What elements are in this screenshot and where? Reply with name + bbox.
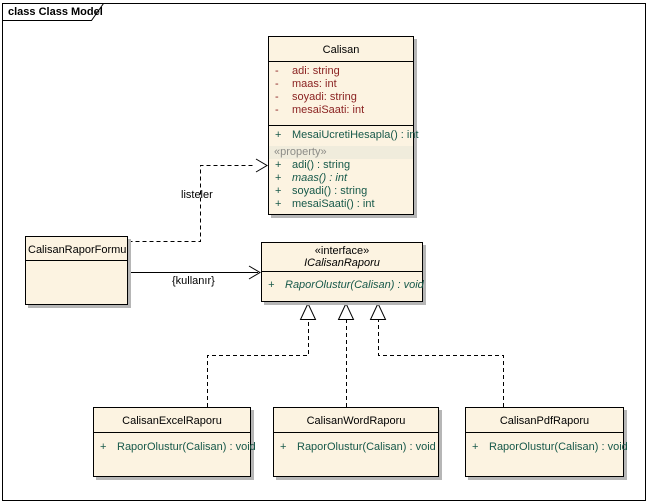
realization-pdf-line[interactable]	[378, 320, 504, 407]
visibility-marker: +	[280, 441, 287, 453]
class-calisan-name: Calisan	[269, 37, 413, 62]
operation-raporolustur-interface[interactable]: + RaporOlustur(Calisan) : void	[262, 279, 424, 292]
attribute-soyadi[interactable]: - soyadi: string	[269, 91, 413, 104]
excel-operations-compartment: + RaporOlustur(Calisan) : void	[94, 433, 256, 454]
frame-label: class Class Model	[8, 6, 103, 18]
property-text: adi() : string	[292, 159, 351, 171]
class-calisanexcelraporu[interactable]: CalisanExcelRaporu + RaporOlustur(Calisa…	[93, 407, 256, 477]
attribute-text: mesaiSaati: int	[292, 104, 365, 116]
operation-raporolustur-excel[interactable]: + RaporOlustur(Calisan) : void	[94, 441, 256, 454]
class-calisanraporformu[interactable]: CalisanRaporFormu	[25, 236, 128, 305]
calisan-operations-compartment: + MesaiUcretiHesapla() : int «property» …	[269, 125, 419, 211]
operation-raporolustur-pdf[interactable]: + RaporOlustur(Calisan) : void	[466, 441, 628, 454]
visibility-marker: +	[275, 159, 282, 171]
pdf-operations-compartment: + RaporOlustur(Calisan) : void	[466, 433, 628, 454]
attribute-adi[interactable]: - adi: string	[269, 65, 413, 78]
operation-text: RaporOlustur(Calisan) : void	[297, 441, 436, 453]
class-calisanexcelraporu-name: CalisanExcelRaporu	[94, 408, 250, 433]
realization-excel-triangle-icon	[299, 302, 317, 320]
class-calisanwordraporu-name: CalisanWordRaporu	[274, 408, 438, 433]
visibility-marker: -	[275, 104, 279, 116]
class-calisanpdfraporu[interactable]: CalisanPdfRaporu + RaporOlustur(Calisan)…	[465, 407, 628, 477]
operation-text: RaporOlustur(Calisan) : void	[285, 279, 424, 291]
class-calisanraporformu-name: CalisanRaporFormu	[26, 237, 127, 261]
operation-raporolustur-word[interactable]: + RaporOlustur(Calisan) : void	[274, 441, 438, 454]
visibility-marker: +	[275, 185, 282, 197]
attribute-mesaisaati[interactable]: - mesaiSaati: int	[269, 104, 413, 117]
visibility-marker: +	[268, 279, 275, 291]
attribute-maas[interactable]: - maas: int	[269, 78, 413, 91]
property-stereotype-band: «property»	[269, 146, 413, 159]
property-text: mesaiSaati() : int	[292, 198, 375, 210]
dependency-label: listeler	[181, 189, 213, 201]
property-mesaisaati[interactable]: + mesaiSaati() : int	[269, 198, 413, 211]
visibility-marker: -	[275, 65, 279, 77]
interface-name: ICalisanRaporu	[304, 257, 380, 269]
property-text: maas() : int	[292, 172, 348, 184]
realization-excel-line[interactable]	[207, 320, 309, 407]
diagram-frame-border	[2, 3, 646, 501]
visibility-marker: +	[275, 129, 282, 141]
visibility-marker: +	[275, 172, 282, 184]
calisanraporformu-empty-compartment	[26, 261, 127, 301]
interface-icalisanraporu[interactable]: «interface» ICalisanRaporu + RaporOlustu…	[261, 242, 424, 302]
dependency-arrowhead-icon	[255, 158, 268, 173]
visibility-marker: +	[100, 441, 107, 453]
class-calisanpdfraporu-name: CalisanPdfRaporu	[466, 408, 623, 433]
visibility-marker: +	[472, 441, 479, 453]
interface-operations-compartment: + RaporOlustur(Calisan) : void	[262, 272, 424, 292]
interface-stereotype: «interface»	[314, 245, 370, 257]
property-text: soyadi() : string	[292, 185, 368, 197]
interface-title: «interface» ICalisanRaporu	[262, 243, 422, 272]
realization-pdf-triangle-icon	[369, 302, 387, 320]
attribute-text: adi: string	[292, 65, 340, 77]
attribute-text: maas: int	[292, 78, 337, 90]
frame-tab-edge	[2, 3, 104, 21]
association-label: {kullanır}	[172, 275, 215, 287]
property-adi[interactable]: + adi() : string	[269, 159, 413, 172]
operation-mesaiucretihesapla[interactable]: + MesaiUcretiHesapla() : int	[269, 129, 419, 142]
operation-text: RaporOlustur(Calisan) : void	[117, 441, 256, 453]
dependency-listeler-line[interactable]	[128, 165, 256, 242]
attribute-text: soyadi: string	[292, 91, 357, 103]
operation-text: MesaiUcretiHesapla() : int	[292, 129, 419, 141]
property-soyadi[interactable]: + soyadi() : string	[269, 185, 413, 198]
realization-word-triangle-icon	[337, 302, 355, 320]
class-calisanwordraporu[interactable]: CalisanWordRaporu + RaporOlustur(Calisan…	[273, 407, 439, 477]
operation-text: RaporOlustur(Calisan) : void	[489, 441, 628, 453]
property-maas[interactable]: + maas() : int	[269, 172, 413, 185]
word-operations-compartment: + RaporOlustur(Calisan) : void	[274, 433, 438, 454]
calisan-attributes-compartment: - adi: string - maas: int - soyadi: stri…	[269, 62, 413, 125]
visibility-marker: +	[275, 198, 282, 210]
visibility-marker: -	[275, 78, 279, 90]
class-calisan[interactable]: Calisan - adi: string - maas: int - soya…	[268, 36, 419, 215]
visibility-marker: -	[275, 91, 279, 103]
association-arrowhead-icon	[248, 265, 261, 280]
